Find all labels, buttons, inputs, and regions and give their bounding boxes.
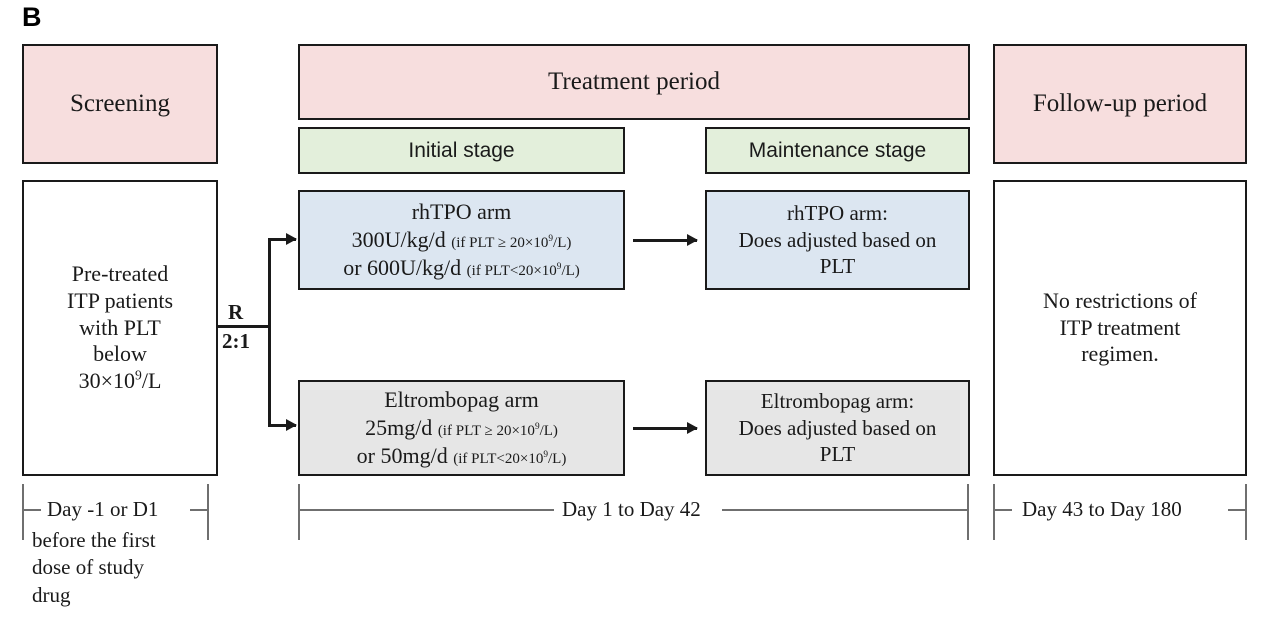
maintenance-stage-label: Maintenance stage — [748, 138, 927, 162]
timeline-label-followup: Day 43 to Day 180 — [1022, 497, 1182, 521]
rhtpo-arm-dose-2: or 600U/kg/d (if PLT<20×109/L) — [343, 254, 580, 280]
timeline-tick-screening-start — [22, 484, 24, 540]
timeline-tick-screening-end — [207, 484, 209, 540]
eltrombopag-arm-dose-2: or 50mg/d (if PLT<20×109/L) — [356, 442, 567, 468]
screening-header-box: Screening — [22, 44, 218, 164]
eltrombopag-maintenance-text: Eltrombopag arm: Does adjusted based on … — [707, 388, 968, 469]
rhtpo-arm-text: rhTPO arm 300U/kg/d (if PLT ≥ 20×109/L) … — [300, 198, 623, 281]
eltrombopag-stage-arrow — [633, 427, 697, 430]
timeline-dash-screening-left — [24, 509, 41, 511]
rhtpo-maintenance-line-3: PLT — [819, 254, 856, 279]
randomization-riser — [268, 239, 271, 426]
initial-stage-label: Initial stage — [408, 138, 515, 162]
eltrombopag-maintenance-line-1: Eltrombopag arm: — [760, 388, 915, 413]
timeline-note-screening: before the first dose of study drug — [32, 527, 217, 609]
timeline-tick-followup-end — [1245, 484, 1247, 540]
randomization-stem — [218, 325, 270, 328]
population-line-3: with PLT — [79, 314, 161, 340]
followup-line-1: No restrictions of — [1043, 287, 1197, 313]
eltrombopag-arm-title: Eltrombopag arm — [384, 387, 539, 413]
timeline-dash-treatment-left — [300, 509, 554, 511]
rhtpo-maintenance-line-1: rhTPO arm: — [787, 200, 888, 225]
timeline-tick-treatment-start — [298, 484, 300, 540]
initial-stage-header-box: Initial stage — [298, 127, 625, 174]
followup-content-box: No restrictions of ITP treatment regimen… — [993, 180, 1247, 476]
followup-text: No restrictions of ITP treatment regimen… — [995, 288, 1245, 368]
timeline-dash-followup-left — [995, 509, 1012, 511]
followup-line-3: regimen. — [1081, 341, 1159, 367]
rhtpo-maintenance-line-2: Does adjusted based on — [738, 227, 937, 252]
timeline-tick-treatment-end — [967, 484, 969, 540]
population-line-5: 30×109/L — [78, 367, 162, 394]
rhtpo-arm-dose-1: 300U/kg/d (if PLT ≥ 20×109/L) — [351, 227, 572, 253]
population-line-2: ITP patients — [66, 287, 174, 313]
randomization-arrow-rhtpo — [268, 238, 296, 241]
eltrombopag-arm-dose-1: 25mg/d (if PLT ≥ 20×109/L) — [365, 415, 558, 441]
treatment-period-header-box: Treatment period — [298, 44, 970, 120]
population-box: Pre-treated ITP patients with PLT below … — [22, 180, 218, 476]
panel-label: B — [22, 2, 42, 32]
timeline-dash-treatment-right — [722, 509, 967, 511]
eltrombopag-maintenance-line-2: Does adjusted based on — [738, 415, 937, 440]
rhtpo-maintenance-box: rhTPO arm: Does adjusted based on PLT — [705, 190, 970, 290]
randomization-ratio: 2:1 — [222, 329, 250, 353]
timeline-note-screening-line-3: drug — [32, 582, 71, 607]
timeline-note-screening-line-1: before the first — [32, 528, 156, 552]
timeline-dash-screening-right — [190, 509, 207, 511]
eltrombopag-arm-box: Eltrombopag arm 25mg/d (if PLT ≥ 20×109/… — [298, 380, 625, 476]
rhtpo-stage-arrow — [633, 239, 697, 242]
eltrombopag-maintenance-line-3: PLT — [819, 442, 856, 467]
population-line-4: below — [93, 341, 147, 367]
timeline-note-screening-line-2: dose of study — [32, 555, 144, 580]
followup-header-label: Follow-up period — [1032, 90, 1208, 117]
randomization-arrow-eltrombopag — [268, 424, 296, 427]
population-line-1: Pre-treated — [71, 260, 169, 286]
eltrombopag-maintenance-box: Eltrombopag arm: Does adjusted based on … — [705, 380, 970, 476]
eltrombopag-arm-text: Eltrombopag arm 25mg/d (if PLT ≥ 20×109/… — [300, 386, 623, 469]
timeline-label-treatment: Day 1 to Day 42 — [562, 497, 701, 521]
followup-line-2: ITP treatment — [1059, 314, 1181, 340]
rhtpo-arm-title: rhTPO arm — [411, 199, 512, 225]
population-text: Pre-treated ITP patients with PLT below … — [24, 261, 216, 395]
rhtpo-maintenance-text: rhTPO arm: Does adjusted based on PLT — [707, 200, 968, 281]
maintenance-stage-header-box: Maintenance stage — [705, 127, 970, 174]
rhtpo-arm-box: rhTPO arm 300U/kg/d (if PLT ≥ 20×109/L) … — [298, 190, 625, 290]
timeline-tick-followup-start — [993, 484, 995, 540]
timeline-label-screening: Day -1 or D1 — [47, 497, 159, 521]
treatment-period-label: Treatment period — [548, 68, 720, 95]
timeline-dash-followup-right — [1228, 509, 1245, 511]
screening-header-label: Screening — [70, 90, 170, 117]
randomization-label: R — [228, 300, 244, 324]
followup-header-box: Follow-up period — [993, 44, 1247, 164]
